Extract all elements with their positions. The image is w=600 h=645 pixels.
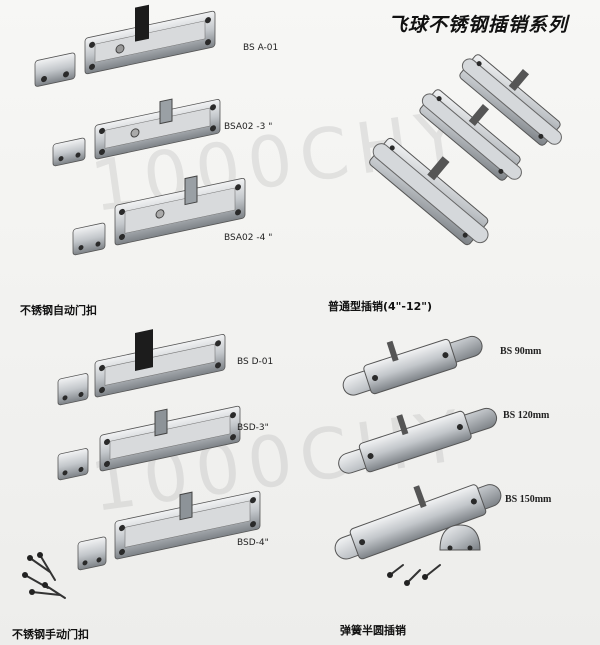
label-bsa02-4: BSA02 -4 "	[224, 233, 273, 243]
standard-bolts-image	[369, 54, 562, 246]
latch-bsa02-4-image	[72, 175, 246, 256]
latch-bsd4-image	[77, 490, 261, 571]
category-standard-bolt: 普通型插销(4"-12")	[328, 300, 433, 313]
category-auto-latch: 不锈钢自动门扣	[20, 304, 97, 317]
page-title: 飞球不锈钢插销系列	[388, 14, 569, 36]
spring-bolt-120-image	[338, 407, 498, 474]
spring-bolt-90-image	[342, 335, 483, 396]
label-bs120: BS 120mm	[503, 410, 550, 421]
latch-bsd3-image	[57, 405, 241, 481]
label-bs90: BS 90mm	[500, 346, 542, 357]
label-bsd4: BSD-4"	[237, 538, 269, 548]
screws-image	[22, 552, 66, 599]
latch-bsa01-image	[34, 4, 216, 87]
category-spring-bolt: 弹簧半圆插销	[340, 624, 406, 637]
screws-image	[387, 564, 441, 586]
label-bsa02-3: BSA02 -3 "	[224, 122, 273, 132]
spring-bolt-150-image	[334, 484, 502, 560]
keeper-image	[439, 524, 481, 551]
label-bs150: BS 150mm	[505, 494, 552, 505]
label-bsa01: BS A-01	[243, 43, 279, 53]
label-bsd3: BSD-3"	[237, 423, 269, 433]
category-manual-latch: 不锈钢手动门扣	[12, 628, 89, 641]
latch-bsa02-3-image	[52, 98, 221, 167]
label-bsd01: BS D-01	[237, 357, 274, 367]
latch-bsd01-image	[57, 329, 226, 406]
